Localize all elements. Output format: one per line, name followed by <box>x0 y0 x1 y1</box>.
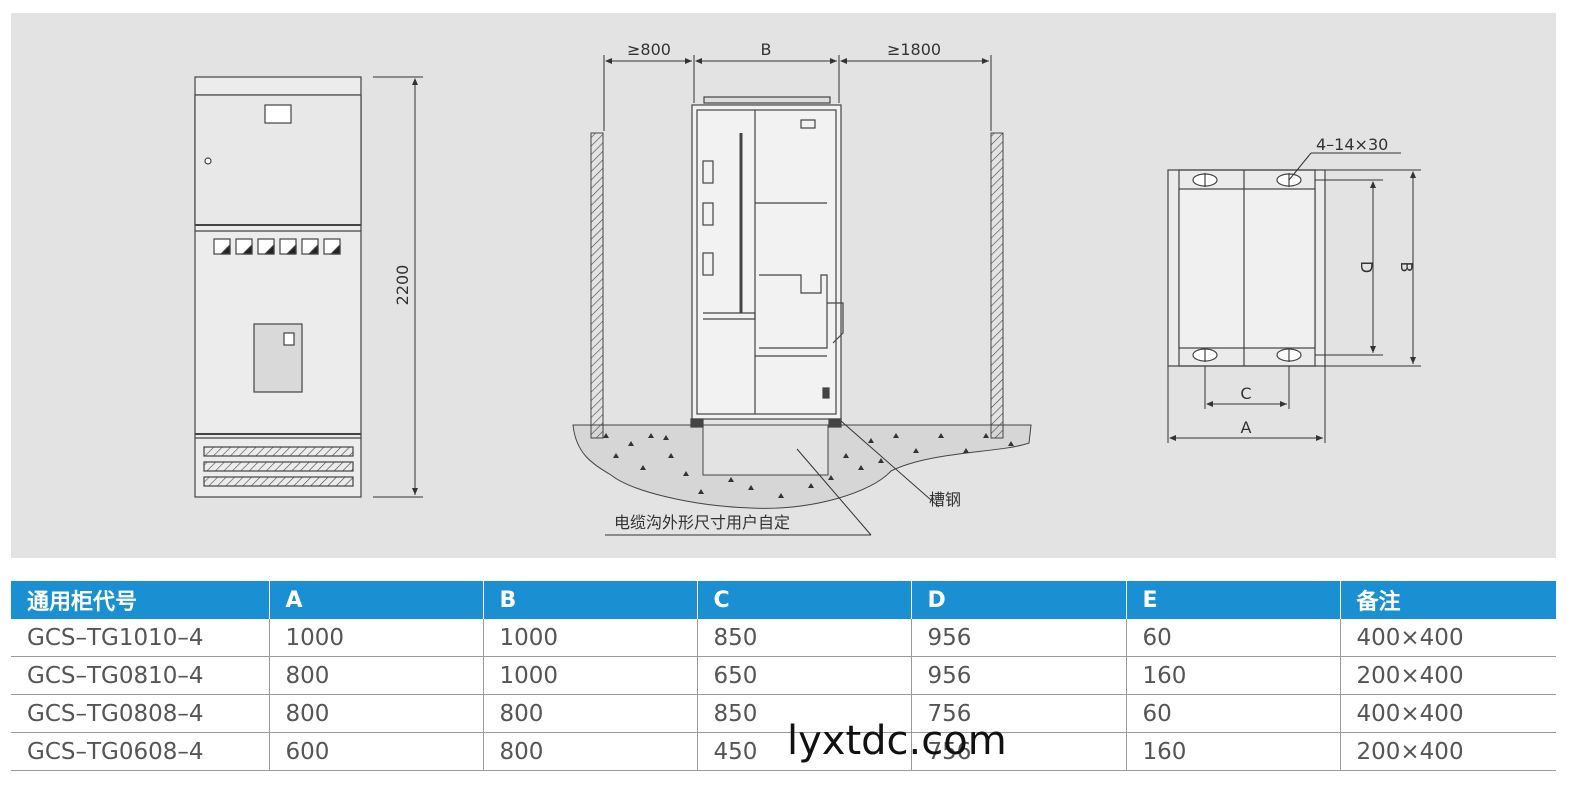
cell-remarks: 400×400 <box>1339 619 1556 657</box>
cell-b: 1000 <box>482 619 697 657</box>
cell-a: 800 <box>268 694 483 733</box>
cell-a: 1000 <box>268 619 483 657</box>
cell-d: 956 <box>910 656 1126 695</box>
cell-e: 160 <box>1125 656 1340 695</box>
cell-b: 800 <box>482 732 697 771</box>
header-c: C <box>696 581 911 619</box>
cell-c: 850 <box>696 694 911 733</box>
clearance-left-label: ≥800 <box>627 40 671 59</box>
cell-d: 956 <box>910 619 1126 657</box>
cell-code: GCS–TG0608–4 <box>11 732 269 771</box>
cell-a: 800 <box>268 656 483 695</box>
bolt-holes-label: 4–14×30 <box>1316 135 1388 154</box>
header-b: B <box>482 581 697 619</box>
cell-a: 600 <box>268 732 483 771</box>
cell-remarks: 200×400 <box>1339 732 1556 771</box>
height-dimension <box>373 76 423 498</box>
table-header-row: 通用柜代号 A B C D E 备注 <box>11 581 1556 619</box>
dim-a-label: A <box>1241 418 1252 437</box>
meter-row <box>213 238 341 255</box>
table-row: GCS–TG0808–4 800 800 850 756 60 400×400 <box>11 694 1556 733</box>
concrete-dots <box>603 433 1014 498</box>
spec-table: 通用柜代号 A B C D E 备注 GCS–TG1010–4 1000 100… <box>11 581 1556 771</box>
section-cabinet <box>690 96 844 428</box>
table-row: GCS–TG0810–4 800 1000 650 956 160 200×40… <box>11 656 1556 695</box>
technical-drawing: 2200 <box>194 40 1421 536</box>
header-e: E <box>1125 581 1340 619</box>
watermark-text: lyxtdc.com <box>787 718 1007 764</box>
width-b-label: B <box>761 40 772 59</box>
dim-d-label: D <box>1357 261 1376 273</box>
cable-trench-note: 电缆沟外形尺寸用户自定 <box>614 513 790 532</box>
cell-e: 160 <box>1125 732 1340 771</box>
plan-dimensions <box>1167 152 1421 443</box>
header-remarks: 备注 <box>1339 581 1556 619</box>
cell-code: GCS–TG1010–4 <box>11 619 269 657</box>
front-view-cabinet <box>194 76 362 498</box>
height-dim-label: 2200 <box>393 265 412 306</box>
cell-remarks: 400×400 <box>1339 694 1556 733</box>
table-row: GCS–TG1010–4 1000 1000 850 956 60 400×40… <box>11 619 1556 657</box>
cell-remarks: 200×400 <box>1339 656 1556 695</box>
cell-b: 800 <box>482 694 697 733</box>
table-row: GCS–TG0608–4 600 800 450 756 160 200×400 <box>11 732 1556 771</box>
ground-trench <box>572 424 1032 509</box>
cell-e: 60 <box>1125 694 1340 733</box>
dim-c-label: C <box>1240 384 1251 403</box>
dim-b-label: B <box>1397 262 1416 273</box>
header-a: A <box>268 581 483 619</box>
cell-code: GCS–TG0810–4 <box>11 656 269 695</box>
cell-c: 650 <box>696 656 911 695</box>
drawing-panel: 2200 <box>11 13 1556 558</box>
header-d: D <box>910 581 1126 619</box>
channel-steel-label: 槽钢 <box>929 490 961 509</box>
ventilation-louvres <box>203 446 354 487</box>
plan-base-frame <box>1167 169 1326 367</box>
cell-b: 1000 <box>482 656 697 695</box>
walls <box>590 132 1004 439</box>
clearance-right-label: ≥1800 <box>887 40 941 59</box>
cell-d: 756 <box>910 732 1126 771</box>
cell-code: GCS–TG0808–4 <box>11 694 269 733</box>
cell-e: 60 <box>1125 619 1340 657</box>
cell-c: 450 <box>696 732 911 771</box>
section-dimensions <box>603 55 992 536</box>
header-cabinet-code: 通用柜代号 <box>11 581 269 619</box>
cell-d: 756 <box>910 694 1126 733</box>
cell-c: 850 <box>696 619 911 657</box>
